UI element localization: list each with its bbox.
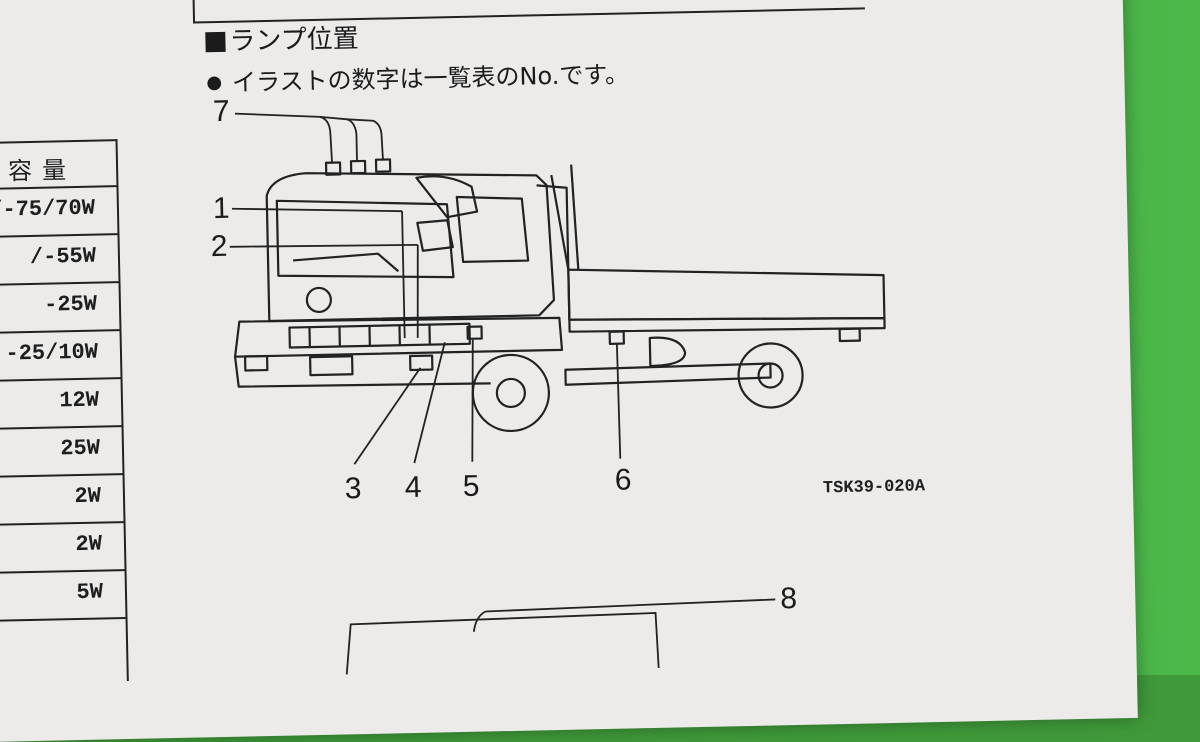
- callout-4: 4: [405, 471, 422, 505]
- hino-emblem: [307, 288, 331, 312]
- manual-page: 11-47 ランプ位置 ●イラストの数字は一覧表のNo.です。 容量 /-75/…: [0, 0, 1138, 742]
- callout-7: 7: [213, 95, 230, 129]
- callout-8: 8: [780, 582, 797, 616]
- fog-lamp-right: [410, 356, 432, 370]
- tail-lamp: [840, 329, 860, 341]
- wiper: [293, 253, 398, 273]
- plate: [310, 356, 352, 375]
- callout-2: 2: [210, 230, 227, 264]
- marker-lamp: [610, 332, 624, 344]
- front-wheel: [472, 354, 550, 432]
- truck-illustration: [0, 0, 1138, 742]
- callout-5: 5: [462, 470, 479, 504]
- roof-lamp-3: [376, 159, 390, 171]
- figure-code: TSK39-020A: [823, 477, 925, 498]
- lower-truck-outline: [346, 613, 659, 675]
- fuel-tank: [650, 337, 686, 366]
- cargo-bed: [568, 263, 884, 325]
- callout-6: 6: [614, 463, 631, 497]
- grille: [289, 324, 469, 348]
- roof-lamp-2: [351, 161, 365, 173]
- callout-3: 3: [345, 472, 362, 506]
- side-window: [457, 196, 528, 262]
- fog-lamp-left: [245, 356, 267, 370]
- bumper: [234, 315, 562, 357]
- callout-1: 1: [213, 192, 230, 226]
